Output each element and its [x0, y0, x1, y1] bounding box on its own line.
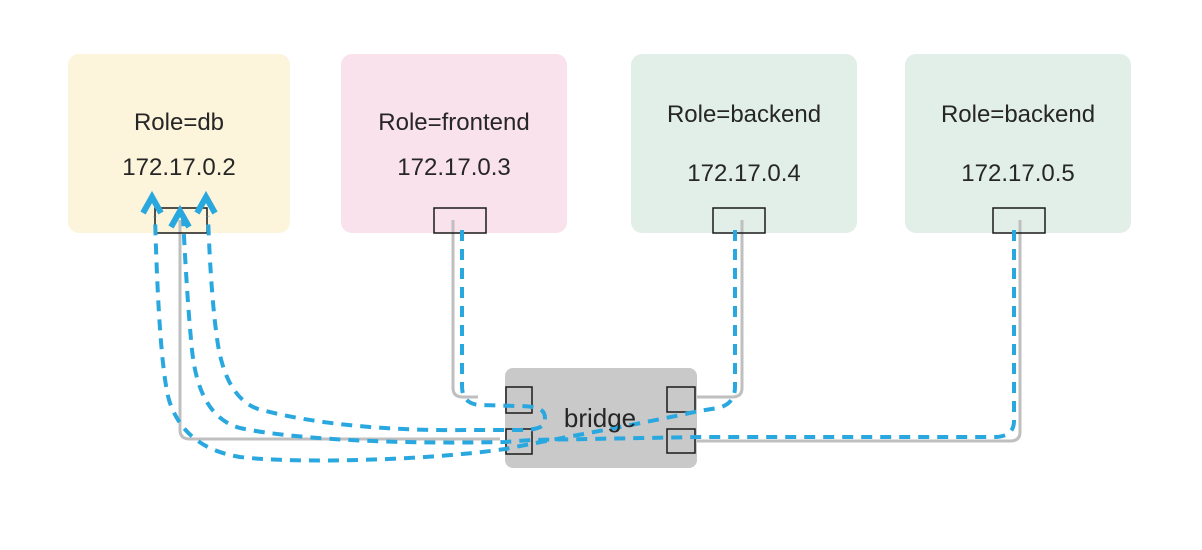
container-box-backend-2	[905, 54, 1131, 233]
backend-2-eth-port	[992, 207, 1046, 234]
db-ip-label: 172.17.0.2	[122, 154, 235, 181]
ping-path-frontend-to-db	[206, 215, 548, 433]
container-box-backend-1	[631, 54, 857, 233]
ping-path-backend-2-to-db	[181, 215, 1016, 445]
backend-1-ip-label: 172.17.0.4	[687, 160, 800, 187]
db-role-label: Role=db	[134, 109, 224, 136]
ping-path-backend-1-to-db	[153, 215, 737, 463]
physical-link-backend-1	[697, 220, 744, 399]
frontend-role-label: Role=frontend	[378, 109, 529, 136]
backend-1-role-label: Role=backend	[667, 101, 821, 128]
bridge-port-left-top	[505, 386, 533, 414]
physical-link-db	[178, 220, 500, 441]
backend-2-role-label: Role=backend	[941, 101, 1095, 128]
ping-arrowhead-middle	[168, 204, 192, 229]
container-box-db	[68, 54, 290, 233]
frontend-ip-label: 172.17.0.3	[397, 154, 510, 181]
backend-2-ip-label: 172.17.0.5	[961, 160, 1074, 187]
backend-1-eth-port	[712, 207, 766, 234]
physical-link-backend-2	[697, 220, 1022, 443]
ping-arrowhead-left	[140, 190, 164, 215]
bridge-port-right-top	[666, 386, 696, 413]
bridge-box	[505, 368, 697, 468]
container-box-frontend	[341, 54, 567, 233]
bridge-port-right-bottom	[666, 428, 696, 454]
ping-arrowhead-right	[194, 190, 218, 215]
bridge-label: bridge	[564, 403, 636, 433]
physical-link-frontend	[451, 220, 478, 399]
